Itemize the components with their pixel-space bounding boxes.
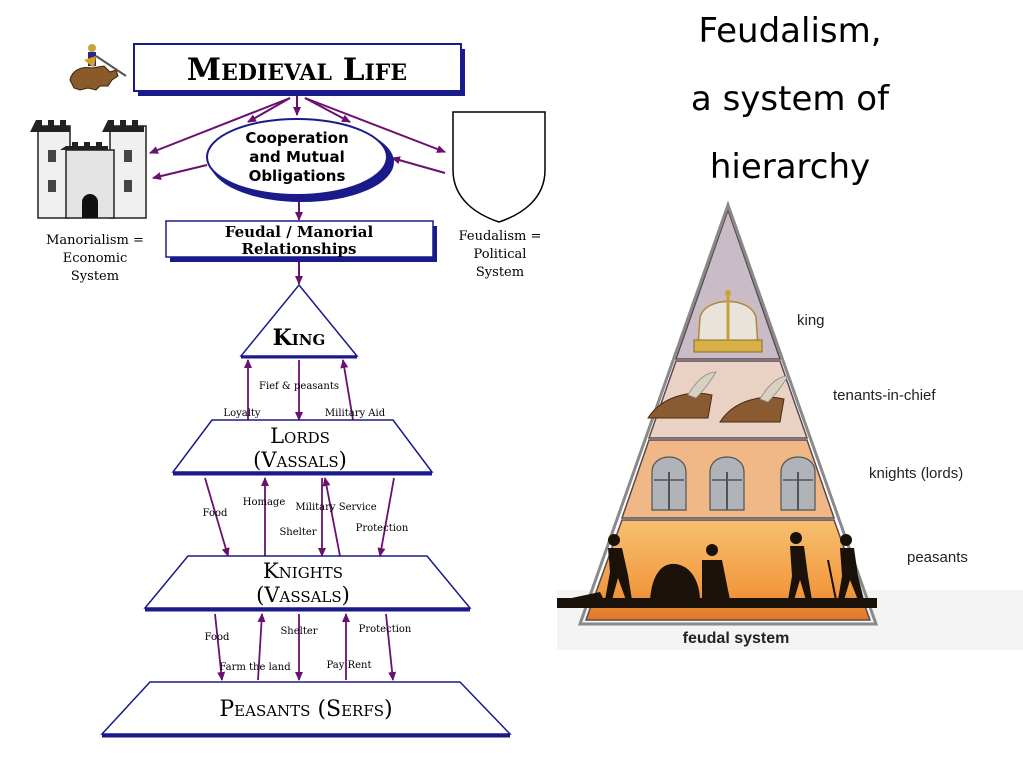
manorialism-caption-line-3: System — [71, 269, 119, 284]
header-title: Medieval Life — [187, 52, 407, 88]
feathered-hat-icon — [647, 371, 717, 419]
label-protection-1: Protection — [356, 523, 409, 534]
label-homage: Homage — [243, 497, 286, 508]
slide-title-line-1: Feudalism, — [698, 11, 882, 51]
king-lords-arrows — [244, 359, 354, 421]
pyramid-label-king: king — [797, 312, 825, 329]
feudalism-caption-line-2: Political — [474, 247, 527, 262]
label-military-service: Military Service — [295, 502, 376, 513]
relationships-line-1: Feudal / Manorial — [225, 223, 374, 241]
manorialism-caption-line-2: Economic — [63, 251, 128, 266]
castle-icon — [30, 120, 147, 219]
knights-tier: Knights (Vassals) — [143, 555, 472, 612]
king-label: King — [273, 325, 326, 351]
lords-label-line-2: (Vassals) — [253, 448, 347, 472]
pyramid-label-peasants: peasants — [907, 549, 968, 566]
pyramid-caption: feudal system — [683, 630, 790, 647]
label-pay-rent: Pay Rent — [327, 660, 372, 671]
feudal-pyramid: king tenants-in-chief knights (lords) pe… — [557, 200, 1023, 650]
crown-icon — [693, 290, 763, 353]
pyramid-label-knights: knights (lords) — [869, 465, 963, 482]
label-protection-2: Protection — [359, 624, 412, 635]
pyramid-label-tenants: tenants-in-chief — [833, 387, 936, 404]
knight-helmet-icon — [709, 456, 745, 511]
peasant-silhouettes-icon — [557, 532, 877, 608]
medieval-life-header: Medieval Life — [133, 43, 465, 96]
knight-helmet-icon — [780, 456, 816, 511]
oval-line-1: Cooperation — [245, 129, 348, 147]
label-loyalty: Loyalty — [223, 408, 260, 419]
oval-line-3: Obligations — [249, 167, 346, 185]
peasants-tier: Peasants (Serfs) — [100, 681, 512, 738]
shield-icon — [452, 111, 546, 223]
knight-helmet-icon — [651, 456, 687, 511]
knights-label-line-1: Knights — [263, 559, 343, 583]
label-food-2: Food — [205, 632, 230, 643]
oval-line-2: and Mutual — [249, 148, 344, 166]
label-farm-land: Farm the land — [219, 662, 291, 673]
cooperation-oval: Cooperation and Mutual Obligations — [206, 118, 394, 202]
knight-on-horse-icon — [69, 44, 127, 91]
knights-label-line-2: (Vassals) — [256, 583, 350, 607]
slide-title-line-3: hierarchy — [709, 147, 871, 187]
label-food-1: Food — [203, 508, 228, 519]
lords-knights-arrows — [204, 477, 395, 557]
relationships-line-2: Relationships — [242, 240, 357, 258]
label-fief-peasants: Fief & peasants — [259, 381, 339, 392]
manorialism-caption-line-1: Manorialism = — [46, 233, 144, 248]
slide-title-line-2: a system of — [690, 79, 890, 119]
label-shelter-2: Shelter — [280, 626, 317, 637]
feudalism-caption-line-1: Feudalism = — [459, 229, 542, 244]
king-tier: King — [239, 283, 359, 359]
lords-label-line-1: Lords — [270, 424, 330, 448]
knights-peasants-arrows — [214, 613, 397, 681]
feathered-hat-icon — [719, 375, 789, 423]
label-military-aid: Military Aid — [325, 408, 386, 419]
feudalism-caption-line-3: System — [476, 265, 524, 280]
peasants-label: Peasants (Serfs) — [219, 697, 392, 722]
lords-tier: Lords (Vassals) — [171, 419, 434, 476]
header-arrows — [149, 96, 446, 285]
label-shelter-1: Shelter — [279, 527, 316, 538]
relationships-box: Feudal / Manorial Relationships — [165, 220, 437, 262]
